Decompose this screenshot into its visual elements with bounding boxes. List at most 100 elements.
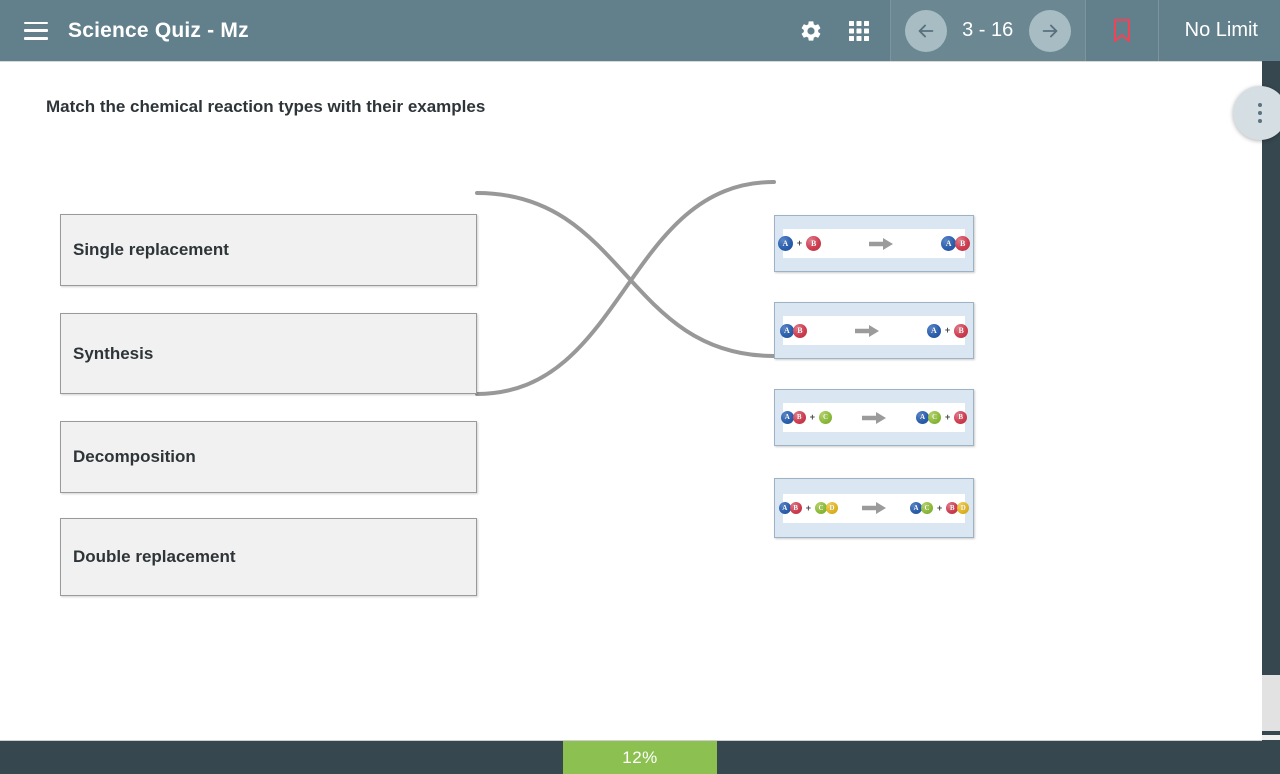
plus-symbol: +	[805, 502, 811, 513]
option-label: Single replacement	[73, 240, 229, 259]
content-bottom-divider	[0, 740, 1262, 741]
plus-symbol: +	[937, 502, 943, 513]
connector-line-0[interactable]	[475, 191, 776, 358]
atom-c: C	[815, 502, 827, 514]
atom-b: B	[789, 502, 802, 514]
atom-b: B	[806, 236, 822, 251]
atom-a: A	[941, 236, 957, 251]
option-box-1[interactable]: Synthesis	[60, 313, 477, 394]
header-icon-group	[780, 0, 890, 61]
atom-c: C	[819, 411, 832, 424]
equation-side: A+B	[777, 236, 822, 251]
atom-a: A	[778, 502, 791, 514]
progress-label: 12%	[622, 747, 658, 767]
atom-b: B	[955, 236, 971, 251]
quiz-content: Match the chemical reaction types with t…	[0, 61, 1262, 740]
reaction-arrow-icon	[854, 324, 879, 337]
atom-a: A	[777, 236, 793, 251]
page-indicator: 3 - 16	[962, 19, 1014, 41]
atom-c: C	[928, 411, 941, 424]
reaction-arrow-icon	[862, 502, 886, 514]
time-limit-section: No Limit	[1159, 0, 1280, 61]
option-label: Synthesis	[73, 343, 154, 363]
scrollbar-thumb-end	[1262, 735, 1280, 740]
grid-apps-icon[interactable]	[846, 18, 872, 44]
atom-b: B	[954, 411, 968, 424]
atom-a: A	[780, 411, 794, 424]
time-limit-label: No Limit	[1184, 19, 1258, 41]
footer-bar: 12%	[0, 741, 1280, 774]
atom-b: B	[792, 323, 807, 338]
equation-side: A+B	[926, 323, 969, 338]
option-box-3[interactable]: Double replacement	[60, 518, 477, 596]
prev-page-button[interactable]	[904, 9, 947, 52]
atom-a: A	[910, 502, 922, 514]
app-header: Science Quiz - Mz	[0, 0, 1280, 61]
reaction-arrow-icon	[862, 411, 886, 424]
molecule: A	[777, 236, 793, 251]
more-vertical-icon[interactable]	[1233, 86, 1280, 140]
connector-lines	[475, 180, 776, 396]
atom-b: B	[954, 323, 969, 338]
atom-c: C	[921, 502, 933, 514]
atom-d: D	[957, 502, 970, 514]
next-page-button[interactable]	[1028, 9, 1071, 52]
progress-segment: 12%	[563, 741, 717, 774]
molecule: B	[954, 411, 968, 424]
scrollbar-thumb[interactable]	[1262, 675, 1280, 731]
option-label: Double replacement	[73, 547, 236, 566]
plus-symbol: +	[944, 325, 951, 335]
atom-b: B	[946, 502, 959, 514]
page-title: Science Quiz - Mz	[68, 18, 249, 42]
atom-b: B	[792, 411, 806, 424]
gear-icon[interactable]	[798, 18, 824, 44]
plus-symbol: +	[809, 412, 815, 422]
header-divider	[1084, 0, 1086, 61]
connector-line-1[interactable]	[475, 180, 776, 396]
atom-a: A	[916, 411, 929, 424]
molecule: B	[954, 323, 969, 338]
bookmark-section	[1086, 0, 1158, 61]
molecule: C	[819, 411, 832, 424]
header-divider	[889, 0, 891, 61]
reaction-arrow-icon	[869, 237, 894, 250]
header-divider	[1157, 0, 1159, 61]
atom-a: A	[926, 323, 941, 338]
bookmark-icon[interactable]	[1109, 18, 1135, 44]
atom-a: A	[779, 323, 794, 338]
hamburger-menu-icon[interactable]	[24, 21, 48, 40]
question-text: Match the chemical reaction types with t…	[46, 97, 486, 116]
plus-symbol: +	[945, 412, 951, 422]
option-box-0[interactable]: Single replacement	[60, 214, 477, 286]
option-box-2[interactable]: Decomposition	[60, 421, 477, 493]
molecule: B	[806, 236, 822, 251]
vertical-scrollbar[interactable]	[1262, 61, 1280, 774]
atom-d: D	[826, 502, 838, 514]
plus-symbol: +	[796, 238, 803, 248]
page-navigation: 3 - 16	[890, 0, 1085, 61]
option-label: Decomposition	[73, 447, 196, 466]
